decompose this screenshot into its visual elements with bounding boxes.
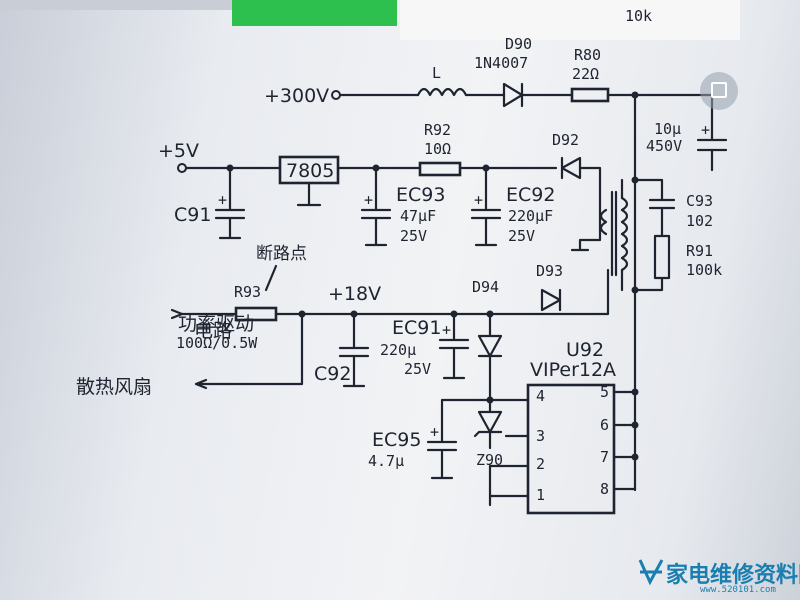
junction <box>631 421 639 429</box>
diode-D90 <box>502 82 524 108</box>
output-power-drive-2: 电路 <box>194 320 232 342</box>
transformer-core <box>610 190 618 277</box>
inductor-L <box>416 87 468 97</box>
U92-value: VIPer12A <box>530 359 616 381</box>
diode-D94 <box>477 312 503 402</box>
diode-D93 <box>540 288 562 312</box>
R93-label: R93 <box>234 283 261 301</box>
top-white-strip <box>400 0 740 40</box>
pin-wires-left <box>440 398 530 507</box>
v18-label: +18V <box>328 283 381 305</box>
cap-C91 <box>214 166 246 240</box>
D92-label: D92 <box>552 131 579 149</box>
wire <box>570 166 602 252</box>
transformer-secondary <box>599 208 608 236</box>
cap-EC91 <box>438 312 470 380</box>
R91-label: R91 <box>686 242 713 260</box>
resistor-R80 <box>570 87 610 103</box>
v5-terminal <box>177 163 187 173</box>
watermark-url: www.520101.com <box>700 585 776 595</box>
C92-label: C92 <box>314 363 351 385</box>
cap-EC95 <box>426 430 458 480</box>
zener-Z90 <box>473 398 503 450</box>
R92-value: 10Ω <box>424 140 451 158</box>
EC92-label: EC92 <box>506 184 555 206</box>
L-label: L <box>432 64 441 82</box>
EC93-value1: 47μF <box>400 207 436 225</box>
magnifier-icon <box>711 82 727 98</box>
reg-label: 7805 <box>286 160 334 182</box>
zoom-button[interactable] <box>700 72 738 110</box>
junction <box>631 388 639 396</box>
EC95-value: 4.7μ <box>368 452 404 470</box>
transformer-primary <box>620 196 629 272</box>
output-fan: 散热风扇 <box>76 376 152 398</box>
cap-10u-450v <box>696 93 728 172</box>
top-left-dark <box>0 0 232 10</box>
EC91-value2: 25V <box>404 360 431 378</box>
pin-5: 5 <box>600 383 609 401</box>
cap-plus: + <box>218 191 227 209</box>
snubber-C93-R91 <box>633 178 676 292</box>
pin-2: 2 <box>536 455 545 473</box>
R92-label: R92 <box>424 121 451 139</box>
EC95-label: EC95 <box>372 429 421 451</box>
pin-7: 7 <box>600 448 609 466</box>
break-point-arrow <box>264 264 278 292</box>
cap-C92 <box>338 312 370 388</box>
D90-label: D90 <box>505 35 532 53</box>
EC92-value1: 220μF <box>508 207 553 225</box>
pin-8: 8 <box>600 480 609 498</box>
cap-plus: + <box>364 191 373 209</box>
hv-terminal <box>331 90 341 100</box>
C93-value: 102 <box>686 212 713 230</box>
pin-4: 4 <box>536 387 545 405</box>
watermark-logo-icon <box>638 559 664 586</box>
header-fragment: 10k <box>625 7 652 25</box>
resistor-R92 <box>418 161 462 177</box>
D94-label: D94 <box>472 278 499 296</box>
D93-label: D93 <box>536 262 563 280</box>
R80-value: 22Ω <box>572 65 599 83</box>
cap-EC93 <box>360 166 392 247</box>
R93-value: 100Ω/0.5W <box>176 334 258 352</box>
junction <box>631 453 639 461</box>
D90-value: 1N4007 <box>474 54 528 72</box>
R80-label: R80 <box>574 46 601 64</box>
v5-label: +5V <box>158 140 199 162</box>
top-green-bar <box>232 0 397 26</box>
Z90-label: Z90 <box>476 451 503 469</box>
EC93-value2: 25V <box>400 227 427 245</box>
C91-label: C91 <box>174 204 211 226</box>
EC91-value1: 220μ <box>380 341 416 359</box>
arrow-left-icon <box>170 308 184 320</box>
cap-top-value1: 10μ <box>654 120 681 138</box>
pin-wires-right <box>612 390 637 491</box>
wire <box>274 268 610 316</box>
cap-plus: + <box>701 121 710 139</box>
U92-label: U92 <box>566 339 604 361</box>
cap-plus: + <box>442 321 451 339</box>
cap-plus: + <box>474 191 483 209</box>
cap-plus: + <box>430 423 439 441</box>
R91-value: 100k <box>686 261 722 279</box>
watermark-text: 家电维修资料网 <box>666 562 800 588</box>
pin-6: 6 <box>600 416 609 434</box>
C93-label: C93 <box>686 192 713 210</box>
EC91-label: EC91 <box>392 317 441 339</box>
hv-label: +300V <box>264 85 329 107</box>
cap-EC92 <box>470 166 502 247</box>
EC92-value2: 25V <box>508 227 535 245</box>
cap-top-value2: 450V <box>646 137 682 155</box>
ic-U92 <box>526 383 616 515</box>
break-point-label: 断路点 <box>256 244 307 264</box>
reg-ground <box>296 181 322 207</box>
pin-1: 1 <box>536 486 545 504</box>
fan-wire <box>194 312 304 390</box>
EC93-label: EC93 <box>396 184 445 206</box>
pin-3: 3 <box>536 427 545 445</box>
diode-D92 <box>560 156 582 180</box>
